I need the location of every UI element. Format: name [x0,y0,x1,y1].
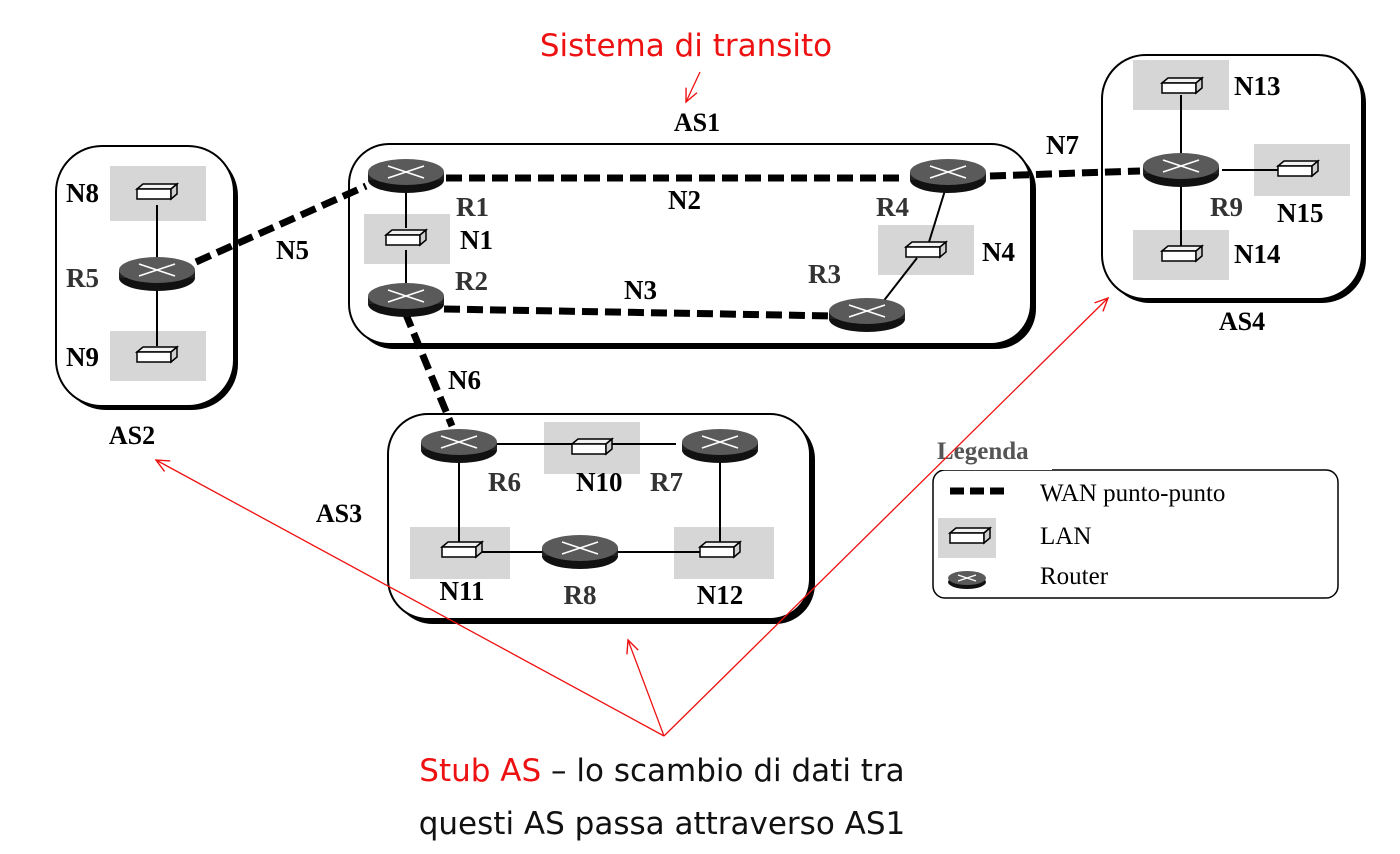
as4-label: AS4 [1219,307,1265,336]
n3-wan-link [443,305,837,320]
legend-lan-icon [949,527,991,544]
n6-label: N6 [448,365,481,395]
n10-label: N10 [576,467,623,497]
r8-label: R8 [564,580,597,610]
r1-router-icon [367,158,445,194]
r7-label: R7 [650,467,683,497]
stub-as-description: – lo scambio di dati tra [541,753,904,789]
title-pointer-arrow [685,71,701,104]
n8-label: N8 [66,178,99,208]
n13-lan-icon [1161,77,1203,94]
r8-router-icon [541,534,619,570]
r6-label: R6 [488,467,521,497]
n4-lan-icon [905,241,947,258]
r9-label: R9 [1210,192,1243,222]
transit-system-title: Sistema di transito [540,28,832,64]
stub-as-annotation-line1: Stub AS – lo scambio di dati tra [419,753,904,789]
n5-label: N5 [276,235,309,265]
n14-label: N14 [1234,239,1281,269]
as1-label: AS1 [674,108,720,137]
r1-label: R1 [456,192,489,222]
as3-label: AS3 [316,499,362,528]
lan-links [156,95,1278,553]
r2-router-icon [367,282,445,318]
n10-lan-icon [571,438,613,455]
n3-label: N3 [624,275,657,305]
n2-label: N2 [668,185,701,215]
legend-lan-label: LAN [1040,523,1091,550]
n15-lan-icon [1277,160,1319,177]
legend-router-label: Router [1040,563,1109,590]
r7-router-icon [681,428,759,464]
n12-label: N12 [697,580,744,610]
n15-label: N15 [1277,198,1324,228]
n1-label: N1 [460,225,493,255]
legend-router-icon [948,571,986,589]
n11-label: N11 [439,576,484,606]
n6-wan-link [401,310,456,428]
n12-lan-icon [699,541,741,558]
r2-label: R2 [455,266,488,296]
n4-label: N4 [982,237,1015,267]
legend-wan-label: WAN punto-punto [1040,480,1225,507]
n11-lan-icon [441,541,483,558]
r5-label: R5 [66,263,99,293]
r9-router-icon [1142,152,1220,188]
n7-label: N7 [1046,130,1079,160]
n5-wan-link [194,182,368,266]
r6-router-icon [420,428,498,464]
r5-router-icon [118,256,196,292]
n13-label: N13 [1234,71,1281,101]
n7-wan-link [989,167,1141,180]
n9-lan-icon [136,346,178,363]
n9-label: N9 [66,342,99,372]
r3-router-icon [828,297,906,333]
n14-lan-icon [1161,245,1203,262]
legend-title: Legenda [937,438,1029,465]
n1-lan-icon [385,229,427,246]
r4-label: R4 [876,192,909,222]
n8-lan-icon [136,183,178,200]
as2-label: AS2 [109,421,155,450]
stub-as-highlight: Stub AS [419,753,541,789]
stub-as-annotation-line2: questi AS passa attraverso AS1 [419,806,906,842]
r4-router-icon [909,158,987,194]
r3-label: R3 [808,259,841,289]
stub-as-arrows [154,296,1110,737]
legend: Legenda WAN punto-punto LAN Router [928,434,1339,599]
